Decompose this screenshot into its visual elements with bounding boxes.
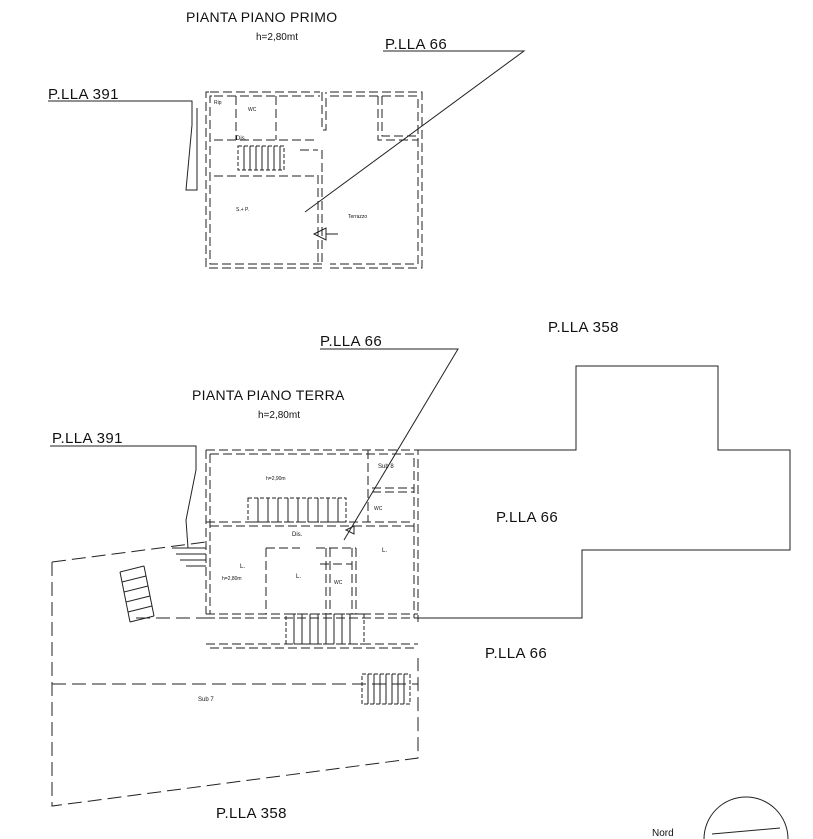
label-parcel-358-bottom: P.LLA 358 xyxy=(216,805,287,822)
label-parcel-66-middle: P.LLA 66 xyxy=(320,333,383,350)
room-label-terrazzo: Terrazzo xyxy=(348,214,368,220)
label-parcel-66-upper: P.LLA 66 xyxy=(385,36,448,53)
room-label-l-left: L. xyxy=(240,564,246,570)
label-parcel-358-top: P.LLA 358 xyxy=(548,319,619,336)
label-parcel-391-upper: P.LLA 391 xyxy=(48,86,119,103)
room-label-wc-middle: WC xyxy=(334,580,343,586)
first-floor-title: PIANTA PIANO PRIMO xyxy=(186,9,338,25)
north-compass xyxy=(704,797,788,839)
room-label-height-upper-room: h=2,90m xyxy=(266,476,286,482)
ground-floor-height: h=2,80mt xyxy=(258,410,300,421)
label-parcel-66-bottom: P.LLA 66 xyxy=(485,645,548,662)
leader-line-391-lower xyxy=(50,446,196,548)
ground-floor-title: PIANTA PIANO TERRA xyxy=(192,387,345,403)
room-label-wc-upper: WC xyxy=(248,107,257,113)
first-floor-plan xyxy=(48,51,524,268)
leader-line-66-upper xyxy=(305,51,524,212)
door-marker-lower xyxy=(346,526,354,534)
room-label-l-middle: L. xyxy=(296,574,302,580)
first-floor-height: h=2,80mt xyxy=(256,32,298,43)
ground-floor-plan xyxy=(50,349,790,806)
ground-floor-stairs-upper xyxy=(248,498,346,522)
ground-floor-stairs-left xyxy=(120,548,206,622)
room-label-sp: S.+ P. xyxy=(236,207,250,213)
label-parcel-391-lower: P.LLA 391 xyxy=(52,430,123,447)
compass-label-nord: Nord xyxy=(652,828,674,839)
room-label-sub7: Sub 7 xyxy=(198,697,214,703)
sub7-boundary xyxy=(52,542,418,806)
ground-floor-stairs-lower xyxy=(286,614,364,644)
first-floor-outer-walls xyxy=(206,92,422,268)
compass-needle xyxy=(712,828,780,834)
parcel-358-outline xyxy=(418,366,790,618)
compass-circle xyxy=(704,797,788,839)
room-label-sub8: Sub 8 xyxy=(378,464,394,470)
first-floor-stairs xyxy=(238,146,284,170)
room-label-height-left-room: h=2,80m xyxy=(222,576,242,582)
room-label-rip: Rip xyxy=(214,100,222,106)
sub7-stairs xyxy=(362,674,410,704)
leader-line-66-middle xyxy=(320,349,458,540)
room-label-dis-lower: Dis. xyxy=(292,532,303,538)
label-parcel-66-right: P.LLA 66 xyxy=(496,509,559,526)
room-label-l-right: L. xyxy=(382,548,388,554)
room-label-wc-upper-room: WC xyxy=(374,506,383,512)
leader-line-391-upper xyxy=(48,101,197,190)
room-label-dis-upper: Dis. xyxy=(236,136,247,142)
door-marker-upper xyxy=(314,228,326,240)
